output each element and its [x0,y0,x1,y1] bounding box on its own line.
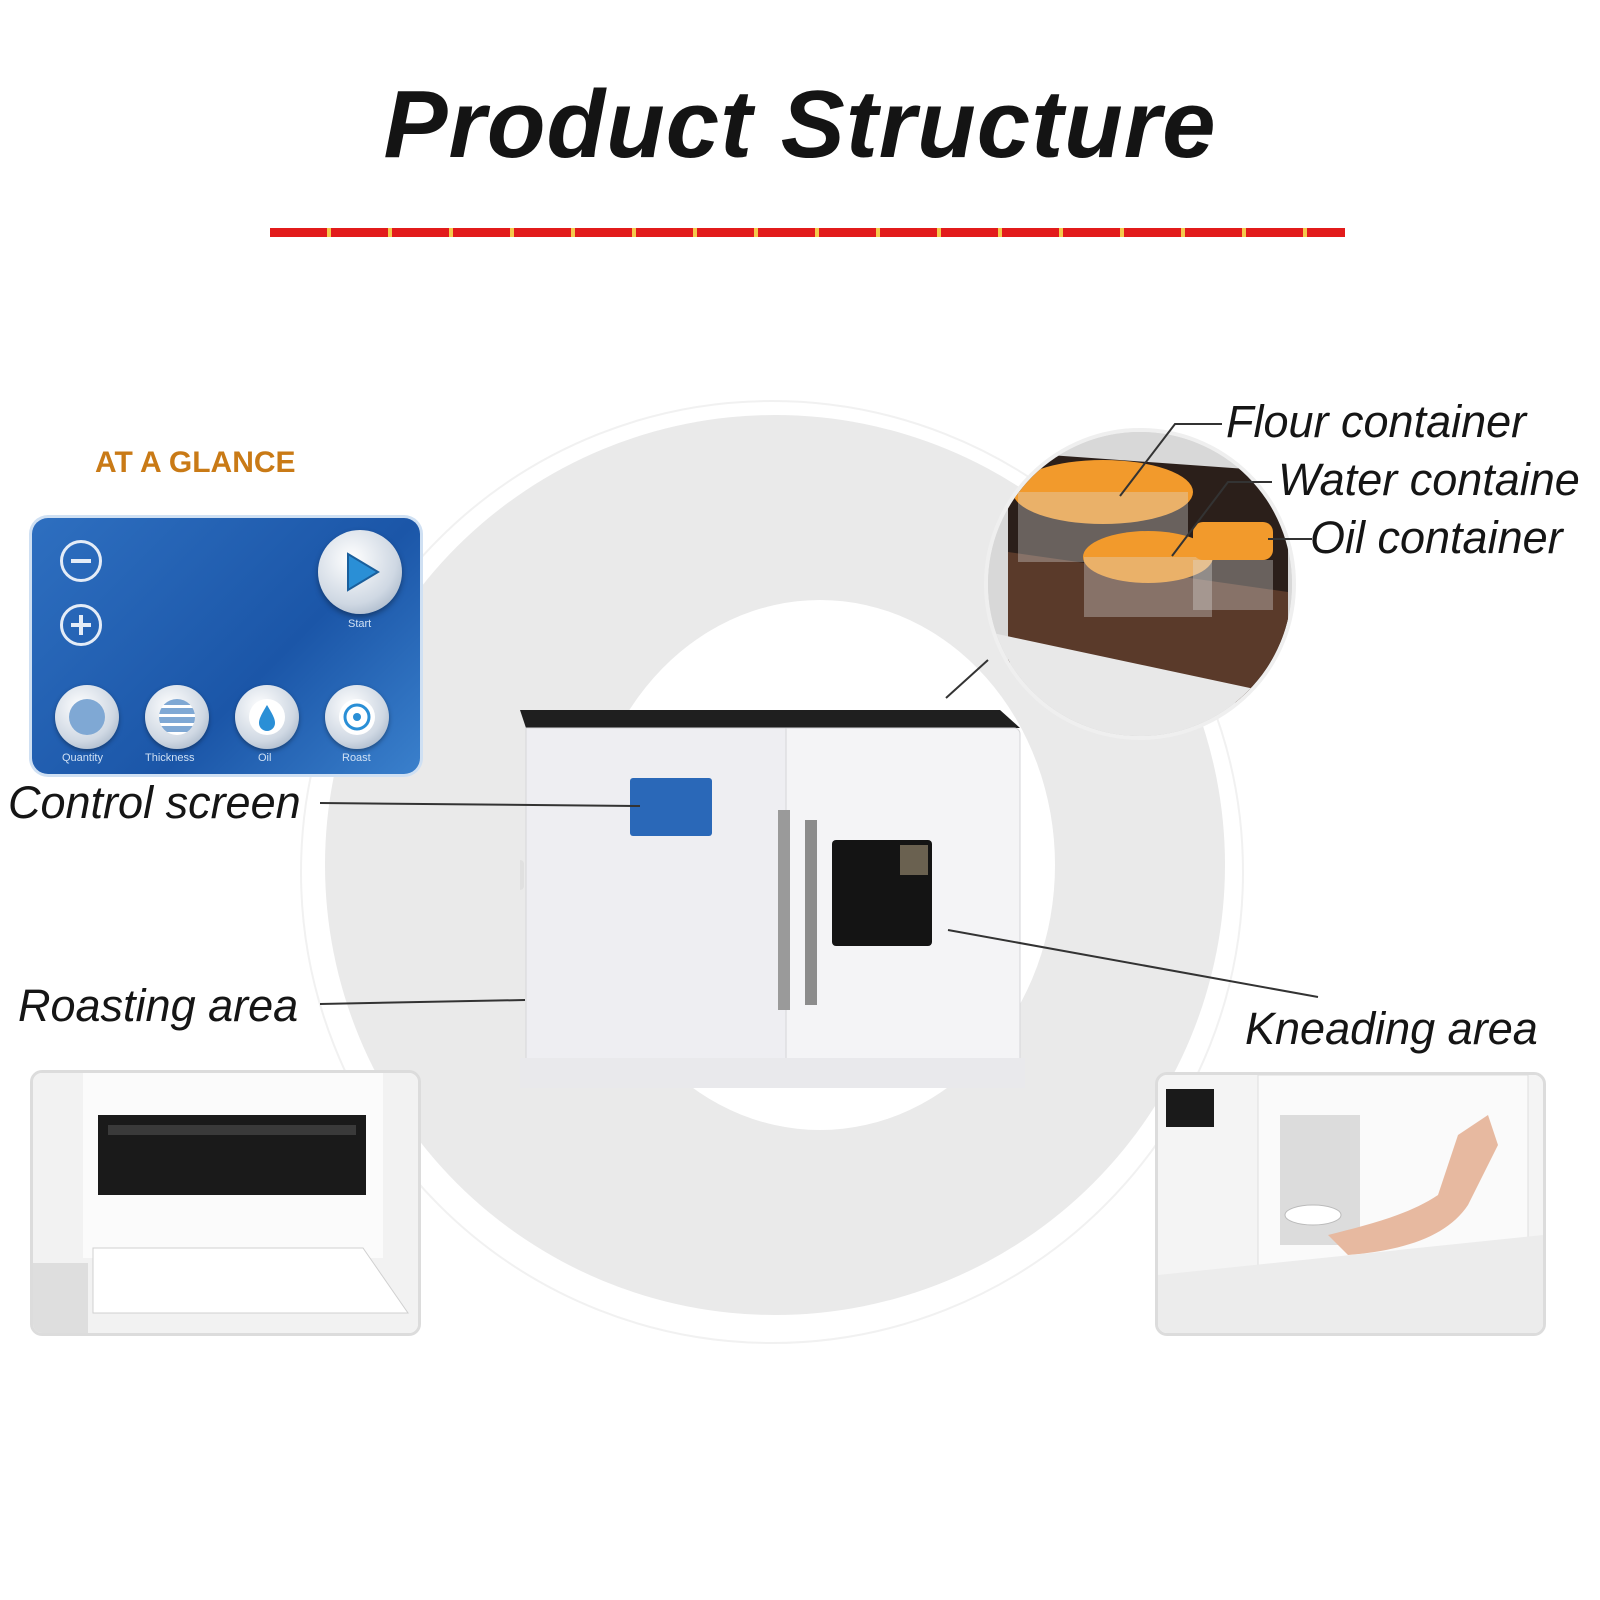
title-divider [270,228,1345,237]
play-icon [347,552,380,592]
page-title: Product Structure [383,71,1217,178]
roti-maker-machine [520,710,1025,1088]
quantity-icon [69,699,105,735]
oil-button[interactable] [235,685,299,749]
oil-container-label: Oil container [1310,512,1563,563]
oil-drop-icon [249,699,285,735]
roasting-area-label: Roasting area [18,980,299,1031]
minus-icon [60,540,102,582]
flour-container-label: Flour container [1226,396,1527,447]
thickness-icon [159,699,195,735]
roast-icon [339,699,375,735]
oil-label: Oil [258,752,272,764]
roasting-area-closeup [30,1070,421,1336]
quantity-button[interactable] [55,685,119,749]
roast-button[interactable] [325,685,389,749]
oil-lid [1193,522,1273,560]
plus-icon [60,604,102,646]
start-label: Start [348,618,372,630]
containers-closeup [984,428,1296,740]
hand [1328,1115,1498,1255]
thickness-label: Thickness [145,752,195,764]
start-button[interactable] [318,530,402,614]
control-panel-heading: AT A GLANCE [95,446,296,479]
control-screen-label: Control screen [8,777,301,828]
water-container-label: Water containe [1278,454,1580,505]
roast-label: Roast [342,752,371,764]
thickness-button[interactable] [145,685,209,749]
machine-control-screen [630,778,712,836]
kneading-area-closeup [1155,1072,1546,1336]
kneading-area-label: Kneading area [1245,1003,1538,1054]
background-outline-circle [300,400,1244,1344]
quantity-label: Quantity [62,752,103,764]
